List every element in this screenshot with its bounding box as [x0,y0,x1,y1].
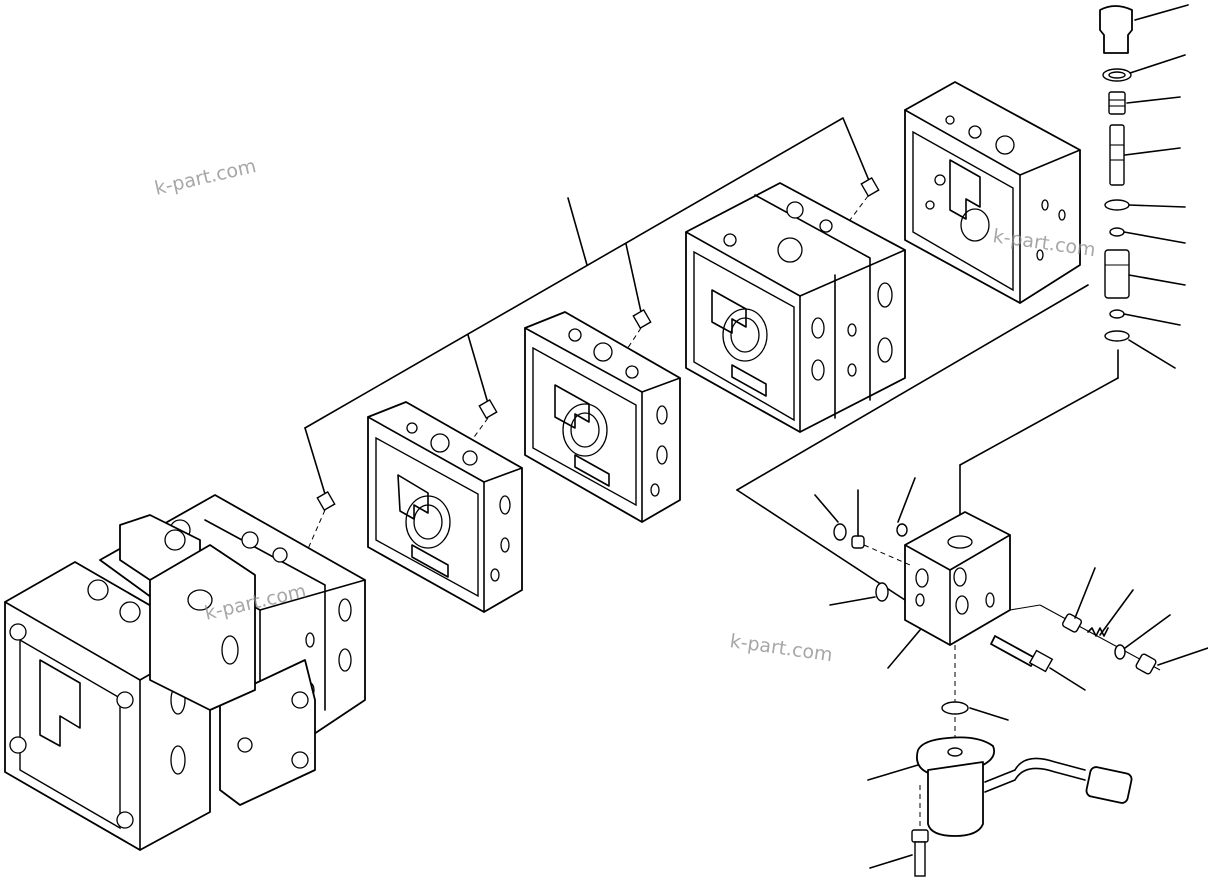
plug-fittings [289,176,880,591]
solenoid-valve [867,645,1133,877]
valve-section-1 [367,401,523,613]
cartridge-stack [1099,4,1189,369]
valve-section-end [904,81,1081,304]
solenoid-block [814,477,1208,691]
valve-section-3 [685,182,906,433]
group-bracket-lines [304,117,1119,601]
valve-section-2 [524,311,681,523]
main-valve-assembly [4,494,366,851]
